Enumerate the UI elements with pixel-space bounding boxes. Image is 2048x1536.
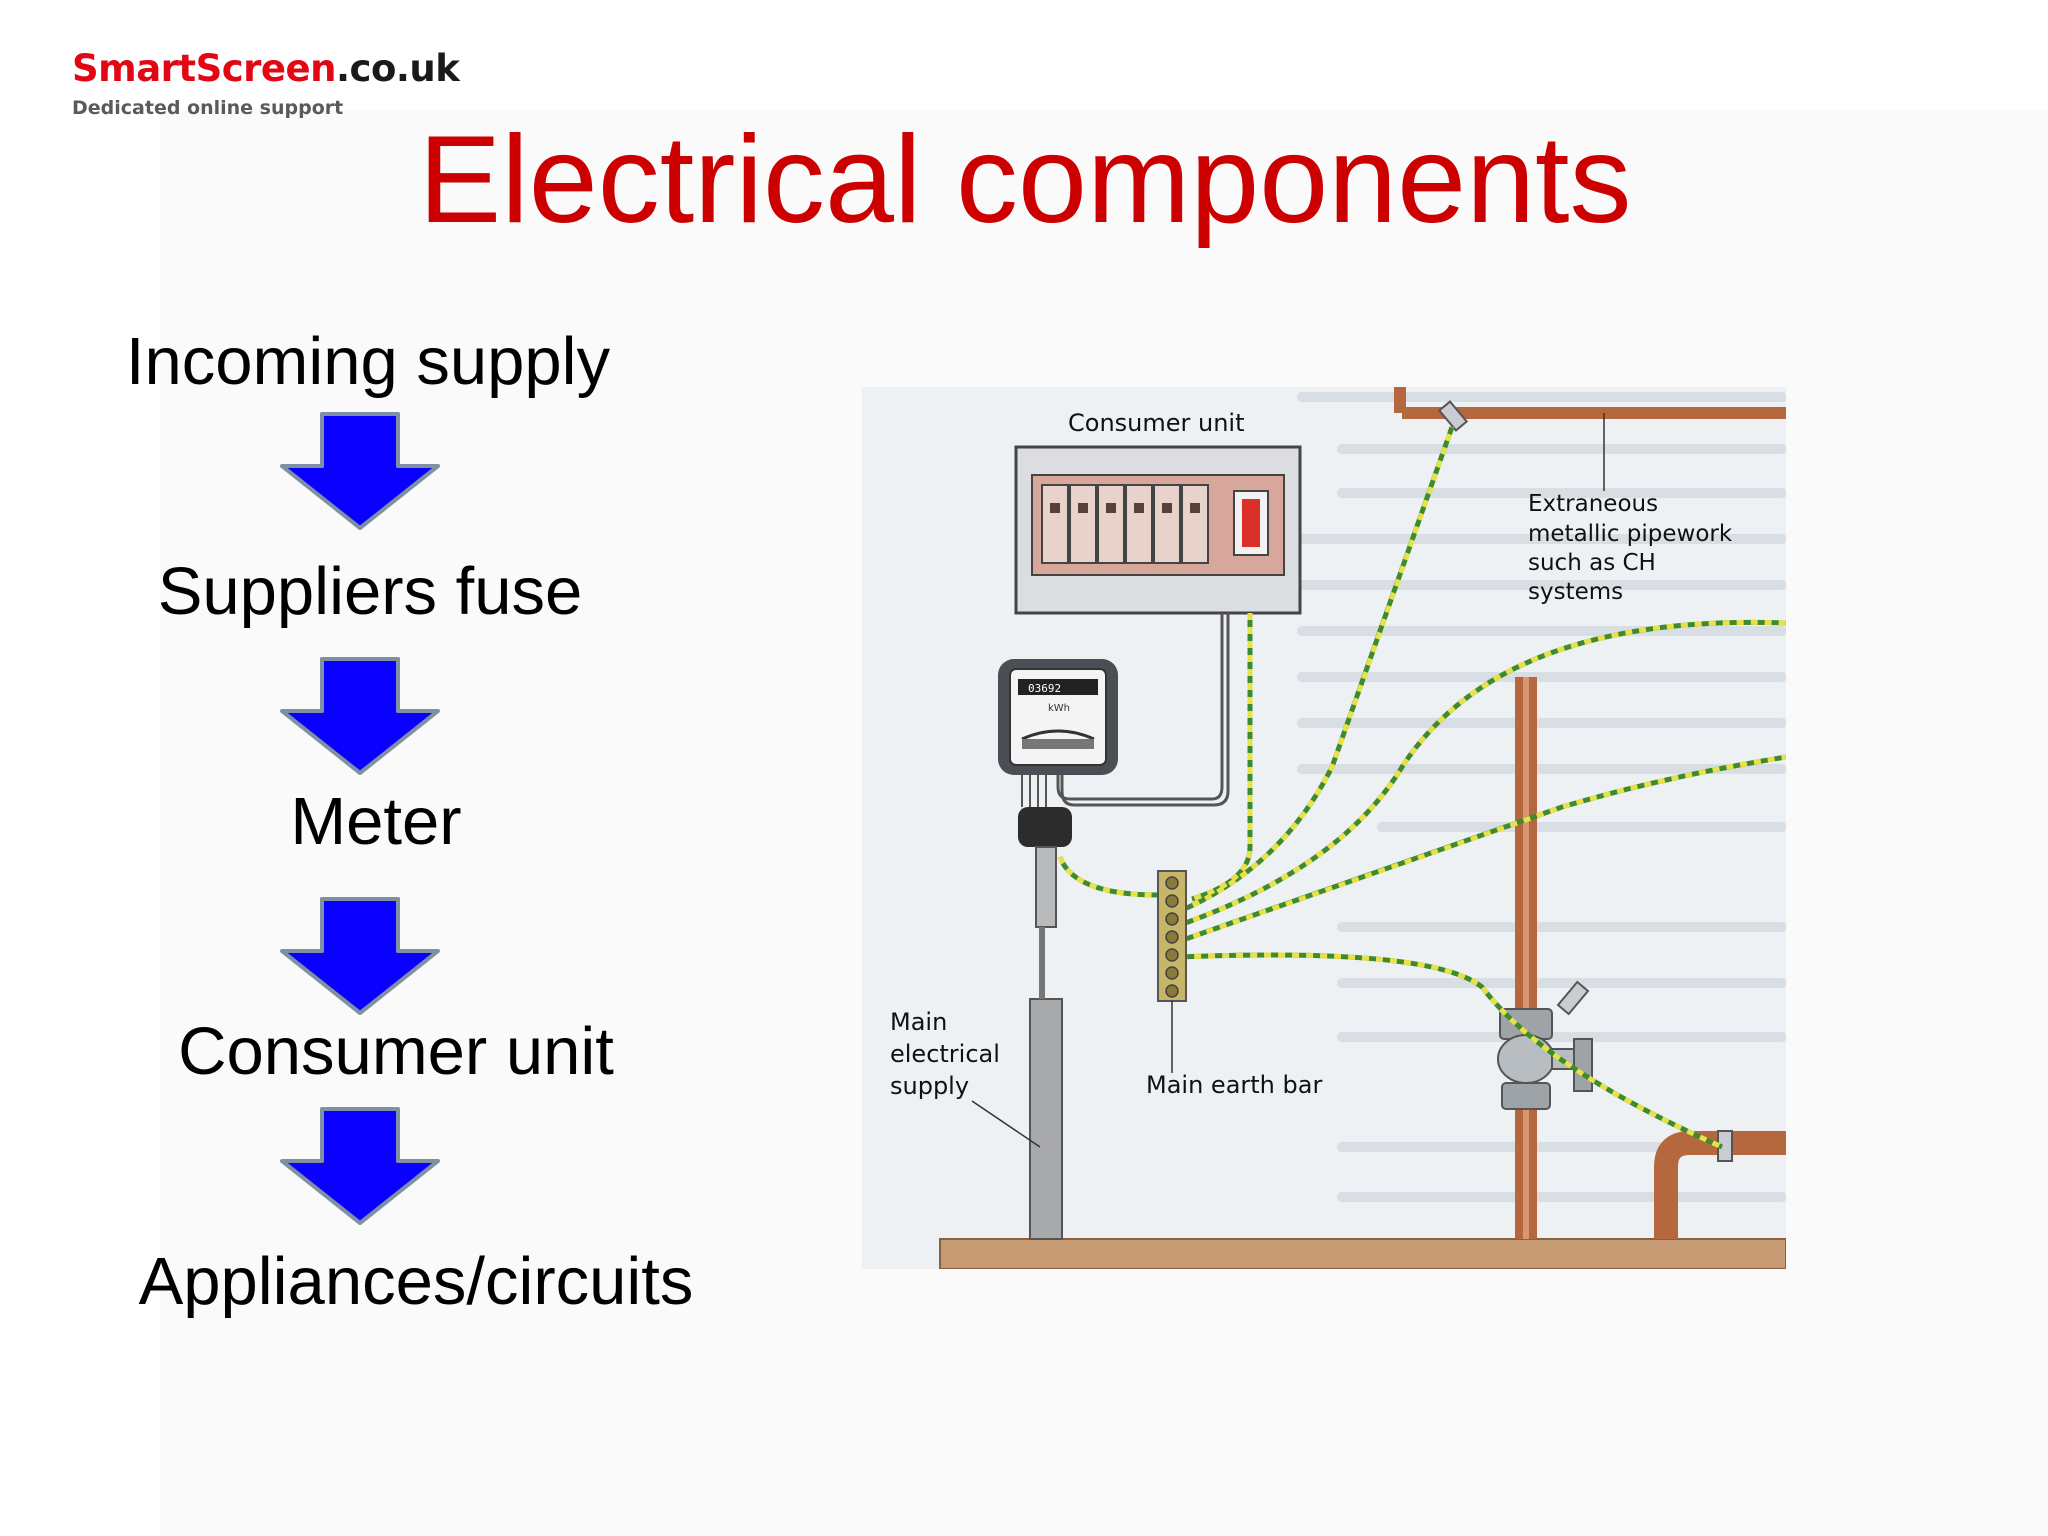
meter-tails bbox=[1056, 613, 1230, 807]
label-main-supply-line: supply bbox=[890, 1072, 969, 1100]
cut-out-fuse bbox=[1018, 807, 1072, 847]
floor bbox=[939, 1238, 1786, 1269]
leader-lines bbox=[971, 413, 1605, 1148]
flow-step-incoming-supply: Incoming supply bbox=[125, 324, 611, 399]
electricity-meter: 03692 kWh bbox=[998, 659, 1118, 775]
label-main-supply: Main electrical supply bbox=[890, 1008, 1000, 1100]
earth-clamp bbox=[1556, 980, 1590, 1016]
down-arrow-icon bbox=[280, 412, 440, 530]
main-supply-pipe bbox=[1029, 998, 1063, 1240]
meter-reading: 03692 bbox=[1028, 682, 1061, 695]
flow-step-appliances-circuits: Appliances/circuits bbox=[138, 1244, 694, 1319]
main-earth-bar bbox=[1157, 870, 1187, 1002]
label-main-earth-bar: Main earth bar bbox=[1146, 1071, 1322, 1099]
down-arrow-icon bbox=[280, 897, 440, 1015]
label-pipework-line: such as CH bbox=[1528, 550, 1656, 576]
slide-title: Electrical components bbox=[418, 111, 1632, 249]
smartscreen-logo: SmartScreen.co.uk Dedicated online suppo… bbox=[72, 47, 460, 119]
label-main-supply-line: electrical bbox=[890, 1040, 1000, 1068]
logo-domain: .co.uk bbox=[335, 47, 460, 90]
label-pipework-line: metallic pipework bbox=[1528, 521, 1733, 547]
label-consumer-unit: Consumer unit bbox=[1068, 409, 1245, 437]
down-arrow-icon bbox=[280, 657, 440, 775]
earthing-diagram: 03692 kWh bbox=[862, 387, 1786, 1269]
supply-cable bbox=[1021, 775, 1047, 807]
down-arrow-icon bbox=[280, 1107, 440, 1225]
logo-wordmark: SmartScreen.co.uk bbox=[72, 47, 460, 90]
earth-cables bbox=[1057, 426, 1786, 1150]
label-pipework: Extraneous metallic pipework such as CH … bbox=[1528, 491, 1733, 605]
pipe-elbow bbox=[1654, 1131, 1786, 1239]
stop-valve bbox=[1497, 1008, 1593, 1110]
supply-cable bbox=[1035, 846, 1057, 928]
label-main-supply-line: Main bbox=[890, 1008, 947, 1036]
logo-brand: SmartScreen bbox=[72, 47, 336, 90]
flow-step-meter: Meter bbox=[290, 784, 462, 859]
flow-step-consumer-unit: Consumer unit bbox=[178, 1014, 614, 1089]
meter-unit-label: kWh bbox=[1048, 703, 1070, 714]
earth-clamp bbox=[1437, 400, 1469, 432]
label-pipework-line: Extraneous bbox=[1528, 491, 1658, 517]
consumer-unit-box bbox=[1014, 445, 1302, 615]
label-pipework-line: systems bbox=[1528, 579, 1623, 605]
logo-tagline: Dedicated online support bbox=[72, 97, 344, 119]
flow-step-suppliers-fuse: Suppliers fuse bbox=[157, 554, 583, 629]
